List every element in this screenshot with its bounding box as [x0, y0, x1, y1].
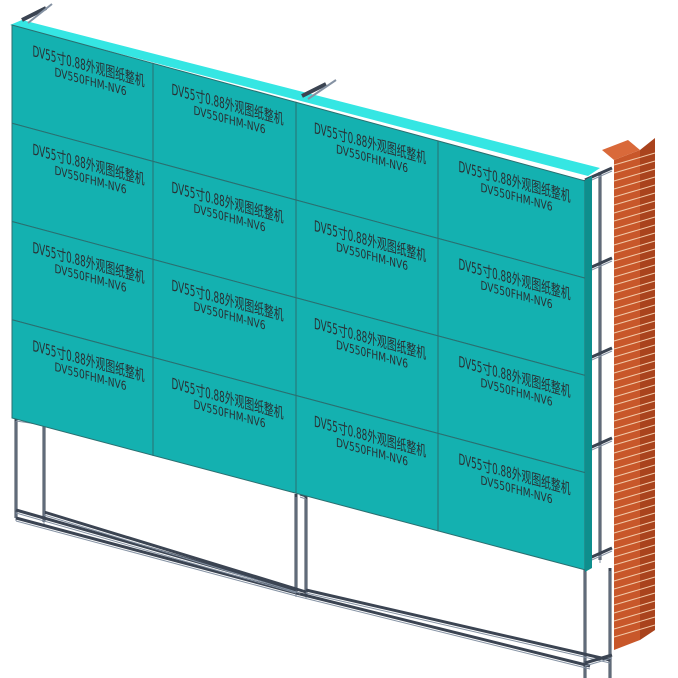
brick-mortar [613, 208, 656, 222]
brick-mortar [613, 328, 656, 342]
panel-side-edge [585, 176, 592, 572]
brick-mortar [613, 488, 656, 502]
brick-wall-pillar [602, 138, 656, 650]
mounting-brackets [21, 3, 337, 100]
brick-mortar [613, 424, 656, 438]
hanging-bracket [21, 6, 47, 22]
brick-mortar [613, 456, 656, 470]
brick-mortar [613, 344, 656, 358]
brick-mortar [613, 184, 656, 198]
brick-mortar [613, 392, 656, 406]
brick-mortar [613, 552, 656, 566]
hanging-bracket-edge [27, 3, 53, 24]
frame-beam [299, 592, 591, 668]
brick-mortar [613, 408, 656, 422]
brick-mortar [613, 320, 656, 334]
brick-mortar [613, 168, 656, 182]
brick-mortar [613, 376, 656, 390]
brick-mortar [613, 440, 656, 454]
brick-mortar [613, 160, 656, 174]
brick-mortar [613, 256, 656, 270]
brick-mortar [613, 152, 656, 166]
brick-mortar [613, 480, 656, 494]
frame-beam [15, 508, 297, 592]
brick-mortar [613, 312, 656, 326]
brick-mortar [613, 304, 656, 318]
brick-mortar [613, 200, 656, 214]
brick-mortar [613, 520, 656, 534]
brick-mortar [613, 584, 656, 598]
brick-mortar [613, 528, 656, 542]
brick-mortar [613, 448, 656, 462]
brick-mortar [613, 560, 656, 574]
frame-beam [305, 588, 611, 662]
brick-mortar [613, 616, 656, 630]
brick-mortar [613, 624, 656, 638]
brick-mortar [613, 232, 656, 246]
brick-mortar [613, 352, 656, 366]
brick-mortar [613, 472, 656, 486]
frame-beam [43, 510, 307, 594]
frame-beam-edge [299, 596, 591, 670]
hanging-bracket [301, 82, 327, 98]
brick-mortar [613, 432, 656, 446]
brick-mortar [613, 264, 656, 278]
frame-beam-edge [584, 657, 613, 667]
brick-mortar [613, 176, 656, 190]
brick-mortar [613, 576, 656, 590]
brick-mortar [613, 544, 656, 558]
brick-mortar [613, 280, 656, 294]
brick-mortar [613, 336, 656, 350]
brick-mortar [613, 272, 656, 286]
brick-mortar [613, 248, 656, 262]
frame-beam [584, 653, 613, 665]
brick-mortar [613, 600, 656, 614]
frame-beam-edge [299, 496, 307, 500]
frame-beam-edge [15, 512, 297, 594]
frame-beam-edge [43, 514, 307, 596]
brick-mortar [613, 216, 656, 230]
brick-mortar [613, 360, 656, 374]
brick-mortar [613, 240, 656, 254]
brick-mortar [613, 608, 656, 622]
hanging-bracket-edge [307, 79, 337, 100]
brick-mortar [613, 384, 656, 398]
brick-cap [602, 140, 640, 160]
frame-beam-edge [305, 592, 611, 664]
brick-mortar [613, 592, 656, 606]
brick-mortar [613, 512, 656, 526]
frame-beam [15, 516, 301, 596]
frame-beam-edge [15, 520, 301, 598]
brick-mortar [613, 568, 656, 582]
brick-mortar [613, 504, 656, 518]
brick-mortar [613, 296, 656, 310]
brick-mortar [613, 192, 656, 206]
brick-mortar [613, 400, 656, 414]
display-panel-grid: DV55寸0.88外观图纸整机DV550FHM-NV6DV55寸0.88外观图纸… [10, 20, 600, 572]
brick-mortar [613, 416, 656, 430]
panel-top-edge [10, 20, 600, 176]
brick-mortar [613, 224, 656, 238]
brick-mortar [613, 536, 656, 550]
brick-mortar [613, 368, 656, 382]
brick-mortar [613, 288, 656, 302]
brick-mortar [613, 496, 656, 510]
brick-mortar [613, 464, 656, 478]
